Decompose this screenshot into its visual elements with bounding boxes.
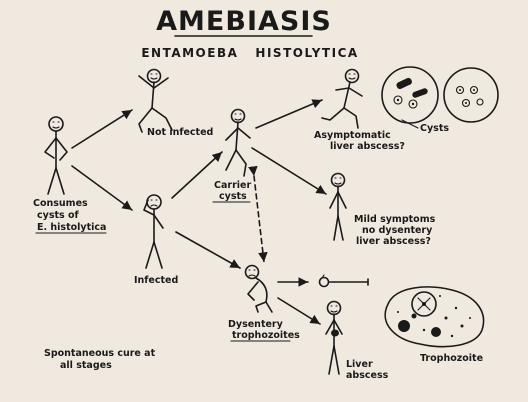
liver-mark bbox=[331, 329, 339, 337]
diagram-title: AMEBIASIS bbox=[156, 6, 332, 37]
figure-consumer bbox=[44, 116, 68, 195]
label-mild-liver: liver abscess? bbox=[356, 236, 431, 247]
label-dysentery: Dysentery bbox=[228, 319, 284, 330]
label-not-infected: Not infected bbox=[147, 127, 213, 138]
arrow-to-mild bbox=[251, 147, 327, 195]
trophozoite-illustration bbox=[384, 286, 485, 348]
arrow-to-not-infected bbox=[71, 109, 133, 149]
figure-not-infected bbox=[138, 68, 173, 133]
toilet-symbol bbox=[318, 274, 369, 288]
label-carrier-cysts: cysts bbox=[219, 191, 247, 202]
arrow-to-dysentery bbox=[175, 231, 241, 269]
label-all-stages: all stages bbox=[60, 360, 112, 371]
label-asymptomatic-liver: liver abscess? bbox=[330, 141, 405, 152]
label-e-histolytica: E. histolytica bbox=[37, 222, 106, 233]
figure-liver-abscess bbox=[325, 300, 343, 375]
label-cysts-of: cysts of bbox=[37, 210, 80, 221]
label-carrier: Carrier bbox=[214, 180, 251, 191]
label-consumes: Consumes bbox=[33, 198, 88, 209]
label-spontaneous-cure: Spontaneous cure at bbox=[44, 348, 156, 359]
pointer-cysts bbox=[401, 119, 419, 129]
figure-dysentery bbox=[244, 264, 273, 313]
figure-mild-symptoms bbox=[329, 172, 347, 241]
arrow-to-carrier bbox=[171, 151, 223, 199]
label-no-dysentery: no dysentery bbox=[362, 225, 433, 236]
label-asymptomatic: Asymptomatic bbox=[314, 130, 391, 141]
figure-infected bbox=[143, 194, 164, 269]
arrow-to-liver-abscess bbox=[277, 297, 321, 325]
arrow-to-infected bbox=[71, 165, 133, 211]
diagram-subtitle: ENTAMOEBA HISTOLYTICA bbox=[141, 46, 358, 60]
label-liver: Liver bbox=[346, 359, 373, 370]
label-infected: Infected bbox=[134, 275, 178, 286]
label-dysentery-trophozoites: trophozoites bbox=[232, 330, 300, 341]
label-trophozoite: Trophozoite bbox=[420, 353, 483, 364]
arrow-to-asymptomatic bbox=[255, 99, 323, 129]
figure-carrier bbox=[225, 108, 251, 177]
figure-asymptomatic bbox=[321, 68, 363, 129]
label-liver-abscess: abscess bbox=[346, 370, 389, 381]
dashed-arrow-carrier-dysentery bbox=[248, 165, 268, 263]
label-cysts: Cysts bbox=[420, 123, 449, 134]
label-mild-symptoms: Mild symptoms bbox=[354, 214, 436, 225]
cysts-illustration bbox=[381, 66, 499, 124]
